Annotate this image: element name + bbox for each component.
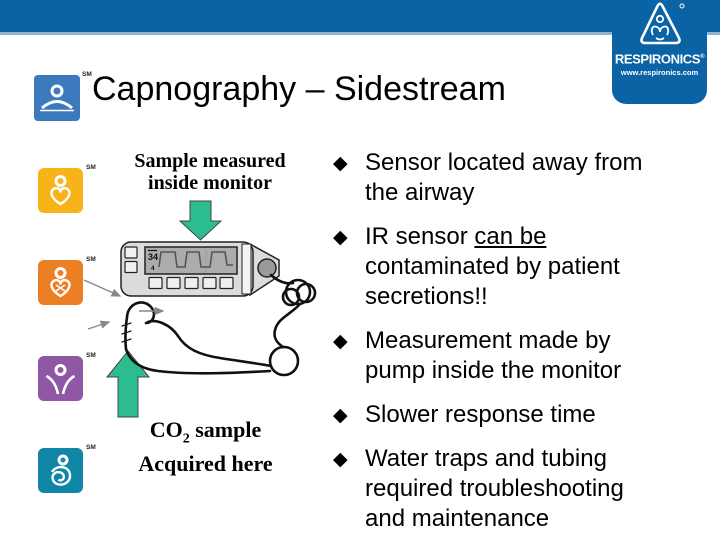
respironics-triangle-icon: [639, 2, 684, 45]
bullet-item: ◆ Water traps and tubing required trouble…: [333, 444, 657, 534]
logo-brand-text: RESPIRONICS®: [614, 51, 705, 67]
bullet-text: IR sensor can be contaminated by patient…: [365, 223, 620, 310]
green-up-arrow: [105, 350, 151, 418]
logo-url-text: www.respironics.com: [620, 68, 699, 78]
monitor-button: [148, 276, 163, 290]
person-icon: [40, 84, 74, 112]
sm-mark: SM: [86, 164, 96, 171]
diamond-bullet-icon: ◆: [333, 448, 348, 470]
diamond-bullet-icon: ◆: [333, 330, 348, 352]
bullet-text: Water traps and tubing required troubles…: [365, 445, 624, 532]
page-title: Capnography – Sidestream: [92, 70, 506, 108]
registered-mark: ®: [700, 54, 705, 60]
header-bar: [0, 0, 720, 32]
bullet-text: Measurement made by pump inside the moni…: [365, 327, 622, 384]
title-sm-mark: SM: [82, 71, 92, 78]
monitor-button: [219, 276, 234, 290]
header-accent-line: [0, 32, 720, 35]
nasal-cannula: [124, 315, 129, 351]
display-small-value: 4: [151, 265, 155, 272]
co2-sample-label: CO2 sample Acquired here: [138, 417, 273, 477]
monitor-side-strip: [241, 243, 252, 295]
respironics-logo-box: RESPIRONICS® www.respironics.com: [612, 0, 707, 104]
sample-tube: [121, 273, 317, 377]
diamond-bullet-icon: ◆: [333, 404, 348, 426]
cardio-care-icon: SM: [38, 256, 96, 305]
bullet-text: Slower response time: [365, 401, 596, 428]
tube-loop: [268, 345, 300, 377]
display-value: 34: [148, 252, 158, 262]
monitor-button: [184, 276, 199, 290]
title-brand-icon: [34, 75, 80, 121]
bullet-text: Sensor located away from the airway: [365, 149, 643, 206]
sm-mark: SM: [86, 352, 96, 359]
pointer-arrow: [87, 320, 111, 330]
green-down-arrow: [178, 200, 223, 241]
monitor-button: [202, 276, 217, 290]
monitor-button: [124, 246, 138, 259]
monitor-display: [144, 246, 238, 275]
diamond-bullet-icon: ◆: [333, 226, 348, 248]
bullet-item: ◆ Measurement made by pump inside the mon…: [333, 326, 657, 386]
sample-measured-label: Sample measured inside monitor: [134, 150, 286, 194]
tube-coil: [281, 287, 301, 307]
sm-mark: SM: [86, 444, 96, 451]
bullet-item: ◆ Sensor located away from the airway: [333, 148, 657, 208]
infant-care-icon: SM: [38, 164, 96, 213]
sm-mark: SM: [86, 256, 96, 263]
bullet-list: ◆ Sensor located away from the airway ◆ IR …: [333, 140, 657, 540]
diamond-bullet-icon: ◆: [333, 152, 348, 174]
sleep-care-icon: SM: [38, 444, 96, 493]
monitor-knob: [257, 258, 277, 278]
bullet-item: ◆ IR sensor can be contaminated by patien…: [333, 222, 657, 312]
display-waveform: [158, 251, 233, 268]
bullet-item: ◆ Slower response time: [333, 400, 657, 430]
gray-pointer-arrows: [83, 279, 165, 330]
monitor-button: [166, 276, 181, 290]
monitor-button: [124, 260, 138, 274]
wellness-icon: SM: [38, 352, 96, 401]
pointer-arrow: [83, 279, 122, 297]
